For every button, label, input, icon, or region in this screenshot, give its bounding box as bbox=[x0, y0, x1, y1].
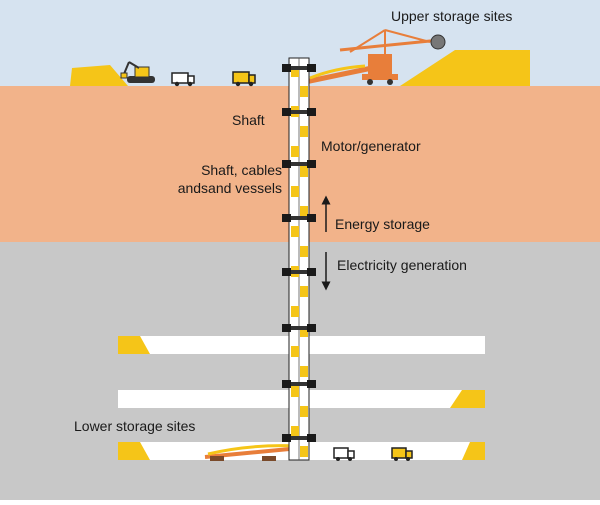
motor-generator-icon bbox=[282, 108, 316, 116]
sand-vessel bbox=[291, 146, 299, 157]
sand-vessel bbox=[300, 126, 308, 137]
motor-generator-icon bbox=[282, 434, 316, 442]
tunnel-truck-yellow-icon bbox=[391, 447, 413, 461]
sand-vessel bbox=[291, 186, 299, 197]
motor-generator-label: Motor/generator bbox=[321, 138, 421, 154]
motor-generator-icon bbox=[282, 324, 316, 332]
shaft-cables-label-line1: Shaft, cables bbox=[201, 162, 282, 178]
sand-vessel bbox=[300, 286, 308, 297]
sand-vessel bbox=[291, 66, 299, 77]
motor-generator-icon bbox=[282, 214, 316, 222]
bucket-wheel-excavator-icon bbox=[304, 29, 446, 85]
upper-storage-label: Upper storage sites bbox=[391, 8, 513, 24]
sand-vessel bbox=[300, 406, 308, 417]
lower-storage-label: Lower storage sites bbox=[74, 418, 196, 434]
electricity-generation-label: Electricity generation bbox=[337, 257, 467, 273]
energy-storage-label: Energy storage bbox=[335, 216, 430, 232]
motor-generators bbox=[282, 64, 316, 442]
sand-vessel bbox=[300, 166, 308, 177]
tunnel-3-sand bbox=[118, 442, 150, 460]
sand-vessel bbox=[291, 306, 299, 317]
motor-generator-icon bbox=[282, 160, 316, 168]
sand-vessel bbox=[300, 326, 308, 337]
tunnel-2-sand bbox=[450, 390, 485, 408]
tunnel-truck-white-icon bbox=[333, 447, 355, 461]
surface-truck-white-icon bbox=[171, 72, 195, 87]
shaft bbox=[288, 57, 310, 461]
underground-conveyor-icon bbox=[204, 444, 301, 461]
surface-sand-left bbox=[70, 65, 128, 86]
sand-vessel bbox=[291, 426, 299, 437]
excavator-icon bbox=[120, 61, 155, 83]
sand-vessel bbox=[291, 386, 299, 397]
sand-vessel bbox=[300, 366, 308, 377]
surface-sand-right bbox=[400, 50, 530, 86]
sand-vessel bbox=[291, 226, 299, 237]
shaft-cables-label-line2: andsand vessels bbox=[177, 180, 282, 196]
tunnel-3-sand-right bbox=[462, 442, 485, 460]
sand-vessel bbox=[300, 86, 308, 97]
sand-vessel bbox=[300, 446, 308, 457]
sand-vessel bbox=[300, 206, 308, 217]
motor-generator-icon bbox=[282, 64, 316, 72]
shaft-label: Shaft bbox=[232, 112, 265, 128]
tunnel-1-sand bbox=[118, 336, 150, 354]
surface-truck-yellow-icon bbox=[232, 71, 256, 87]
motor-generator-icon bbox=[282, 268, 316, 276]
sand-vessel bbox=[300, 246, 308, 257]
sand-vessel bbox=[291, 346, 299, 357]
motor-generator-icon bbox=[282, 380, 316, 388]
